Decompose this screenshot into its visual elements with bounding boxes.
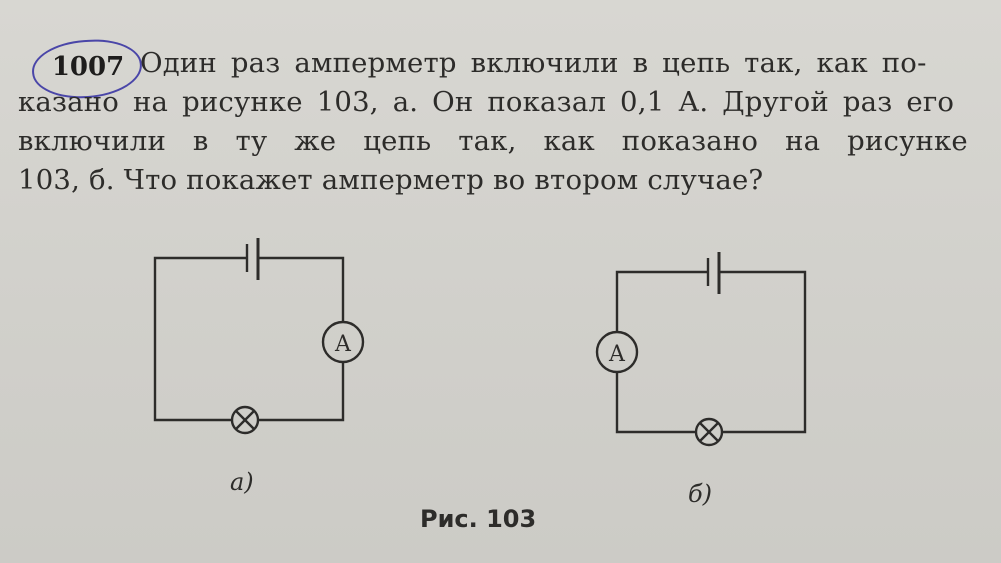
circuit-a-wire-top-right	[258, 256, 345, 322]
problem-text-line-3: включили в ту же цепь так, как показано …	[18, 125, 968, 157]
caption-b: б)	[688, 480, 713, 508]
circuit-b-wire-right	[719, 270, 807, 434]
caption-a: а)	[230, 468, 254, 496]
circuit-a-wire-bottom-right	[258, 362, 345, 422]
problem-text-line-4: 103, б. Что покажет амперметр во втором …	[18, 164, 764, 196]
circuit-b	[595, 252, 807, 447]
ammeter-a-label: A	[334, 332, 352, 357]
circuit-a-wire-left	[153, 256, 247, 422]
ammeter-b-label: A	[608, 342, 626, 367]
problem-text-line-2: казано на рисунке 103, а. Он показал 0,1…	[18, 86, 955, 118]
circuit-b-wire-left-bottom	[615, 372, 696, 434]
problem-number: 1007	[51, 52, 125, 82]
circuit-a	[153, 238, 365, 435]
figure-title: Рис. 103	[420, 505, 537, 533]
ammeter-icon	[595, 330, 639, 374]
ammeter-icon	[321, 320, 365, 364]
lamp-icon	[230, 405, 260, 435]
battery-icon	[245, 238, 260, 280]
lamp-icon	[694, 417, 724, 447]
battery-icon	[706, 252, 721, 294]
circuit-b-wire-left-top	[615, 270, 708, 332]
problem-text-line-1: Один раз амперметр включили в цепь так, …	[140, 47, 927, 79]
